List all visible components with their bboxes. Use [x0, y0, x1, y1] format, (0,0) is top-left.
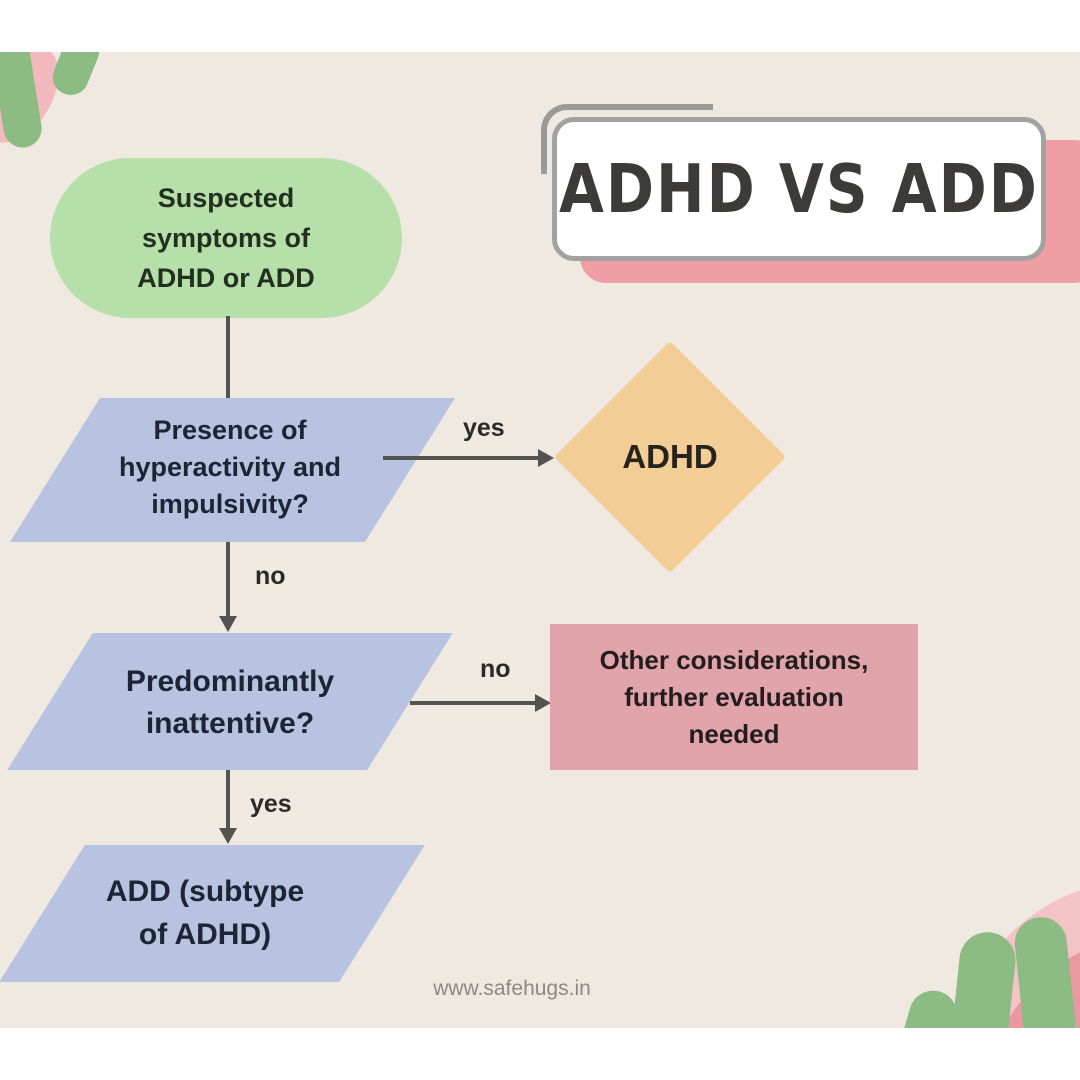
add-node-line: of ADHD) — [138, 918, 272, 951]
arrow-q1-q2-head — [219, 616, 237, 632]
start-node-line: symptoms of — [141, 223, 311, 253]
title-card: ADHD VS ADD — [552, 117, 1046, 261]
add-node-line: ADD (subtype — [105, 875, 305, 908]
arrow-q2-add-head — [219, 828, 237, 844]
leaf-icon-bottom-right-2 — [949, 929, 1019, 1028]
q2-node-line: Predominantly — [125, 665, 335, 698]
arrow-q1-adhd-head — [538, 449, 554, 467]
arrow-q1-adhd-line — [383, 456, 538, 460]
start-node-line: ADHD or ADD — [137, 263, 315, 293]
edge-label-q2-yes: yes — [250, 790, 292, 818]
start-node-line: Suspected — [157, 183, 295, 213]
q1-node-line: hyperactivity and — [118, 452, 342, 482]
page-title: ADHD VS ADD — [559, 149, 1039, 229]
start-node: Suspected symptoms of ADHD or ADD — [50, 158, 402, 318]
other-node-line: Other considerations, — [599, 644, 869, 675]
q2-node-line: inattentive? — [145, 707, 315, 740]
title-corner-accent — [541, 104, 713, 174]
other-node: Other considerations, further evaluation… — [550, 624, 918, 770]
arrow-q2-other-head — [535, 694, 551, 712]
q1-node-text: Presence of hyperactivity and impulsivit… — [80, 412, 380, 523]
add-node-text: ADD (subtype of ADHD) — [55, 870, 355, 956]
edge-label-q1-yes: yes — [463, 414, 505, 442]
q1-node-line: Presence of — [153, 415, 307, 445]
connector-start-q1 — [226, 316, 230, 400]
q1-node-line: impulsivity? — [151, 489, 309, 519]
edge-label-q2-no: no — [480, 655, 511, 683]
other-node-line: needed — [688, 718, 780, 749]
arrow-q2-other-line — [410, 701, 535, 705]
website-url: www.safehugs.in — [433, 977, 591, 1000]
adhd-node-text: ADHD — [570, 438, 770, 476]
other-node-line: further evaluation — [624, 681, 844, 712]
q2-node-text: Predominantly inattentive? — [80, 661, 380, 745]
edge-label-q1-no: no — [255, 562, 286, 590]
arrow-q2-add-line — [226, 770, 230, 830]
arrow-q1-q2-line — [226, 542, 230, 616]
adhd-node-label: ADHD — [622, 438, 718, 475]
